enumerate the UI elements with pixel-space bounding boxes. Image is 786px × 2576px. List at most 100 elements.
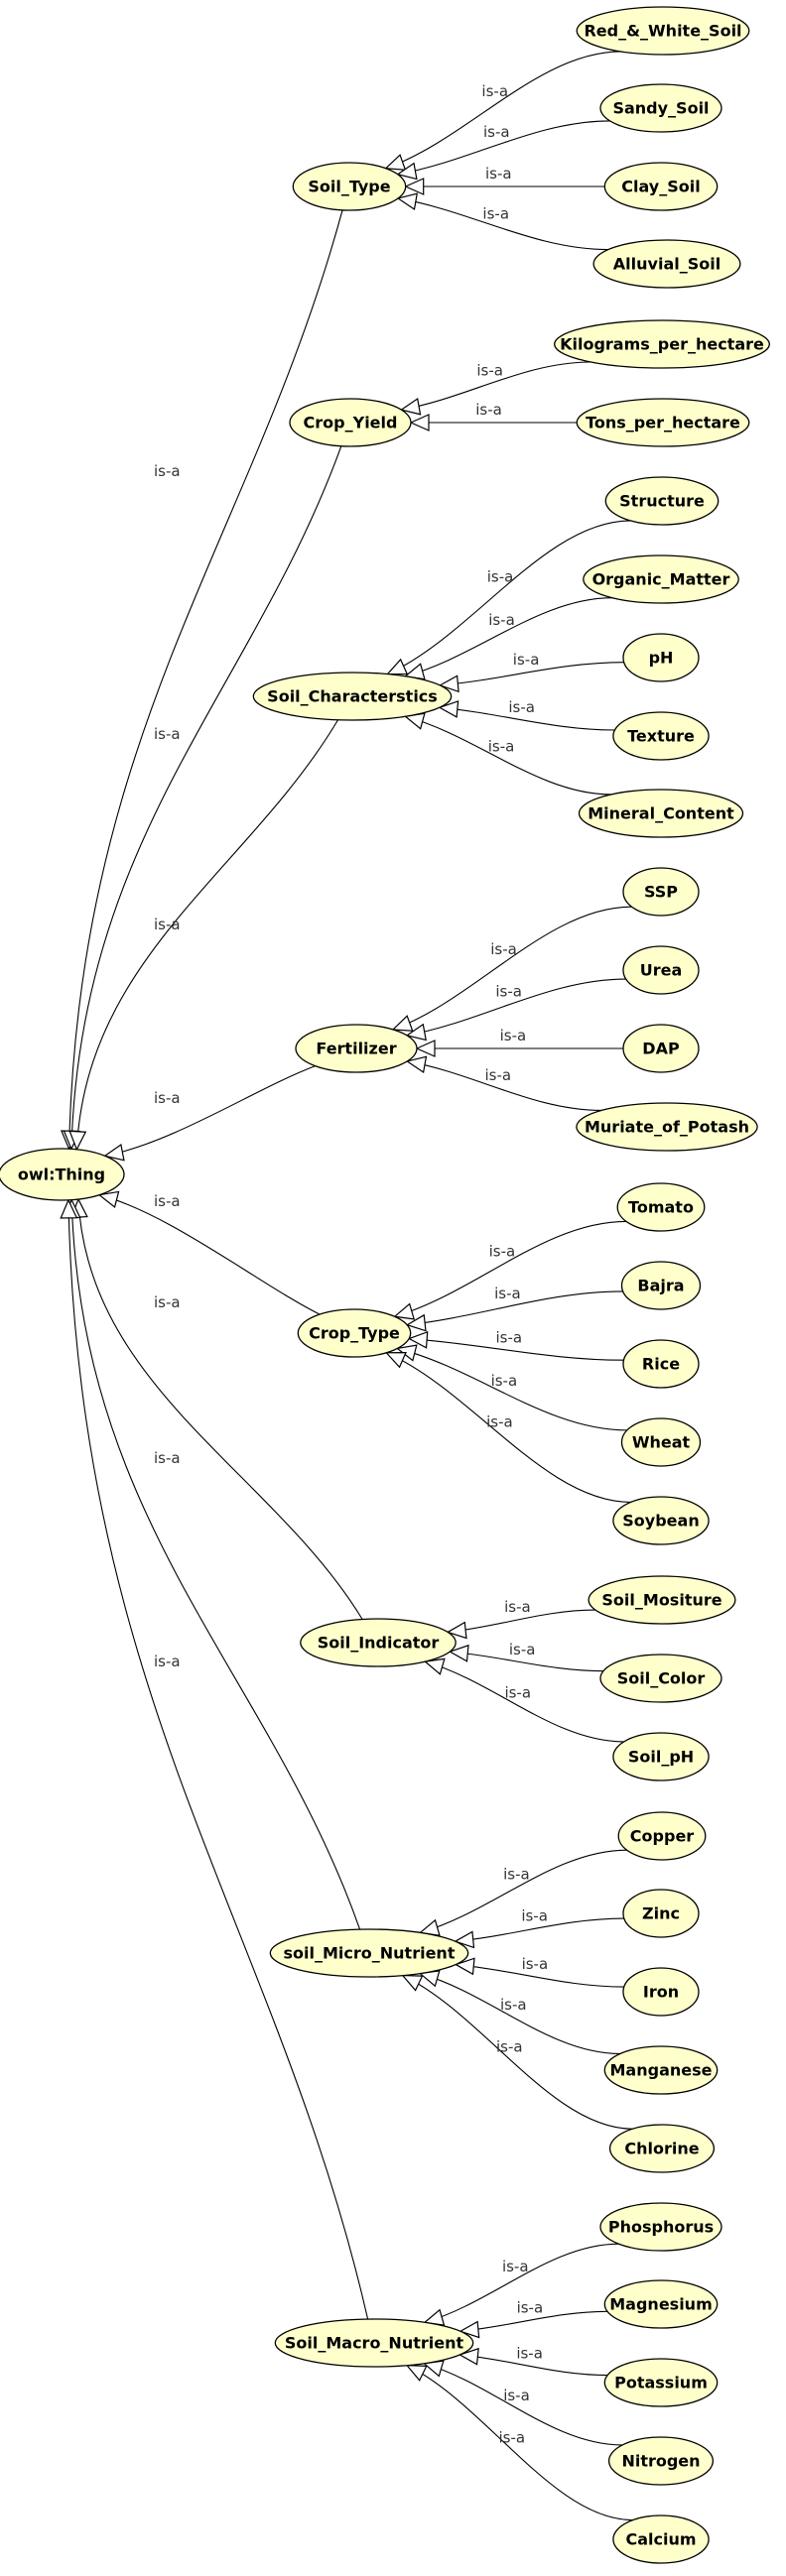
- class-node-soil_macro_nutrient[interactable]: Soil_Macro_Nutrient: [274, 2318, 474, 2368]
- class-node-leaf-6-4[interactable]: Chlorine: [608, 2124, 716, 2173]
- class-node-soil_indicator[interactable]: Soil_Indicator: [300, 1618, 457, 1667]
- class-node-leaf-3-1[interactable]: Urea: [622, 945, 700, 995]
- is-a-label: is-a: [500, 1996, 527, 2014]
- is-a-label: is-a: [154, 1653, 181, 1670]
- node-label: Crop_Yield: [304, 414, 398, 432]
- edge-leaf-to-soil_macro_nutrient: [424, 2243, 619, 2323]
- node-ellipse: [608, 2124, 716, 2173]
- class-node-leaf-5-0[interactable]: Soil_Mositure: [588, 1575, 736, 1625]
- class-node-fertilizer[interactable]: Fertilizer: [295, 1024, 418, 1073]
- class-node-leaf-7-3[interactable]: Nitrogen: [607, 2436, 715, 2486]
- node-label: Wheat: [632, 1433, 691, 1452]
- edge-leaf-to-soil_indicator-arrowhead: [446, 1621, 467, 1640]
- class-node-crop_type[interactable]: Crop_Type: [297, 1308, 412, 1358]
- class-node-leaf-1-0[interactable]: Kilograms_per_hectare: [554, 319, 770, 369]
- is-a-label: is-a: [503, 2387, 530, 2404]
- class-node-leaf-7-1[interactable]: Magnesium: [603, 2279, 719, 2329]
- node-label: Sandy_Soil: [612, 99, 709, 118]
- node-ellipse: [300, 1618, 457, 1667]
- class-node-leaf-6-3[interactable]: Manganese: [603, 2045, 719, 2095]
- class-node-leaf-6-0[interactable]: Copper: [617, 1811, 707, 1861]
- node-label: Soil_Mositure: [601, 1591, 721, 1610]
- is-a-label: is-a: [513, 651, 540, 669]
- edge-leaf-to-fertilizer-arrowhead: [405, 1055, 428, 1074]
- class-node-leaf-4-1[interactable]: Bajra: [620, 1261, 702, 1310]
- is-a-label: is-a: [154, 1192, 181, 1210]
- class-node-leaf-5-2[interactable]: Soil_pH: [612, 1732, 710, 1781]
- class-node-leaf-2-4[interactable]: Mineral_Content: [578, 789, 744, 838]
- node-label: Zinc: [642, 1904, 680, 1923]
- node-ellipse: [554, 319, 770, 369]
- node-label: Magnesium: [609, 2295, 712, 2314]
- class-node-leaf-4-2[interactable]: Rice: [622, 1339, 700, 1389]
- class-node-leaf-0-0[interactable]: Red_&_White_Soil: [576, 6, 750, 56]
- class-node-leaf-7-0[interactable]: Phosphorus: [599, 2202, 722, 2252]
- node-label: Manganese: [610, 2061, 713, 2080]
- class-node-leaf-7-2[interactable]: Potassium: [603, 2358, 719, 2407]
- edge-leaf-to-soil_characterstics: [405, 715, 611, 796]
- node-ellipse: [599, 83, 722, 133]
- class-node-leaf-2-2[interactable]: pH: [622, 633, 700, 682]
- class-node-owl_thing[interactable]: owl:Thing: [0, 1148, 125, 1201]
- class-node-leaf-3-3[interactable]: Muriate_of_Potash: [576, 1102, 758, 1152]
- node-ellipse: [599, 2202, 722, 2252]
- class-node-soil_type[interactable]: Soil_Type: [292, 162, 407, 211]
- edge-leaf-to-soil_macro_nutrient-arrowhead: [458, 2320, 480, 2339]
- edge-leaf-to-soil_micro_nutrient: [420, 1849, 627, 1933]
- node-ellipse: [269, 1928, 469, 1978]
- edge-leaf-to-soil_characterstics: [405, 597, 612, 677]
- class-node-leaf-3-2[interactable]: DAP: [622, 1024, 700, 1073]
- node-label: Tons_per_hectare: [586, 414, 740, 432]
- is-a-label: is-a: [486, 1413, 513, 1431]
- class-node-leaf-6-2[interactable]: Iron: [622, 1967, 700, 2017]
- class-node-leaf-2-0[interactable]: Structure: [604, 476, 720, 526]
- class-node-leaf-5-1[interactable]: Soil_Color: [599, 1654, 722, 1703]
- is-a-label: is-a: [504, 1598, 531, 1616]
- is-a-label: is-a: [490, 940, 517, 958]
- is-a-label: is-a: [481, 82, 508, 100]
- edge-leaf-to-soil_macro_nutrient-arrowhead: [405, 2364, 428, 2382]
- class-node-leaf-1-1[interactable]: Tons_per_hectare: [576, 398, 750, 447]
- class-node-leaf-7-4[interactable]: Calcium: [612, 2515, 710, 2564]
- class-node-leaf-0-3[interactable]: Alluvial_Soil: [592, 239, 741, 289]
- class-node-leaf-3-0[interactable]: SSP: [622, 867, 700, 917]
- class-node-leaf-0-1[interactable]: Sandy_Soil: [599, 83, 722, 133]
- class-node-leaf-4-4[interactable]: Soybean: [612, 1496, 710, 1545]
- is-a-label: is-a: [495, 983, 522, 1001]
- class-node-soil_micro_nutrient[interactable]: soil_Micro_Nutrient: [269, 1928, 469, 1978]
- edge-leaf-to-soil_type-arrowhead: [384, 154, 407, 171]
- node-ellipse: [252, 672, 453, 721]
- is-a-label: is-a: [516, 2344, 543, 2362]
- is-a-label: is-a: [508, 698, 535, 716]
- class-node-leaf-6-1[interactable]: Zinc: [622, 1889, 700, 1938]
- edge-leaf-to-fertilizer: [392, 906, 632, 1031]
- class-node-crop_yield[interactable]: Crop_Yield: [289, 398, 412, 447]
- edge-soil_characterstics-to-root-arrowhead: [68, 1130, 87, 1152]
- edge-leaf-to-crop_yield-arrowhead: [399, 397, 422, 416]
- edge-leaf-to-crop_type: [409, 1337, 624, 1361]
- node-label: Soil_Macro_Nutrient: [285, 2334, 464, 2353]
- is-a-label: is-a: [154, 1449, 181, 1467]
- node-ellipse: [604, 476, 720, 526]
- class-node-leaf-0-2[interactable]: Clay_Soil: [603, 162, 719, 211]
- edge-soil_macro_nutrient-to-root: [67, 1199, 369, 2320]
- is-a-label: is-a: [488, 738, 515, 756]
- node-label: Iron: [643, 1983, 679, 2002]
- edge-leaf-to-soil_micro_nutrient-arrowhead: [454, 1957, 475, 1976]
- class-node-leaf-2-3[interactable]: Texture: [612, 711, 710, 761]
- class-node-soil_characterstics[interactable]: Soil_Characterstics: [252, 672, 453, 721]
- node-label: Structure: [619, 492, 705, 511]
- class-node-leaf-4-0[interactable]: Tomato: [616, 1182, 706, 1232]
- node-label: Kilograms_per_hectare: [560, 335, 764, 354]
- edge-leaf-to-crop_type: [397, 1347, 627, 1431]
- node-label: Rice: [642, 1355, 680, 1374]
- node-label: SSP: [644, 883, 678, 902]
- class-node-leaf-4-3[interactable]: Wheat: [620, 1417, 702, 1467]
- is-a-label: is-a: [484, 1066, 511, 1084]
- is-a-label: is-a: [500, 1027, 527, 1044]
- node-ellipse: [612, 1732, 710, 1781]
- node-ellipse: [622, 633, 700, 682]
- edge-fertilizer-to-root-arrowhead: [103, 1143, 125, 1162]
- class-node-leaf-2-1[interactable]: Organic_Matter: [583, 554, 739, 604]
